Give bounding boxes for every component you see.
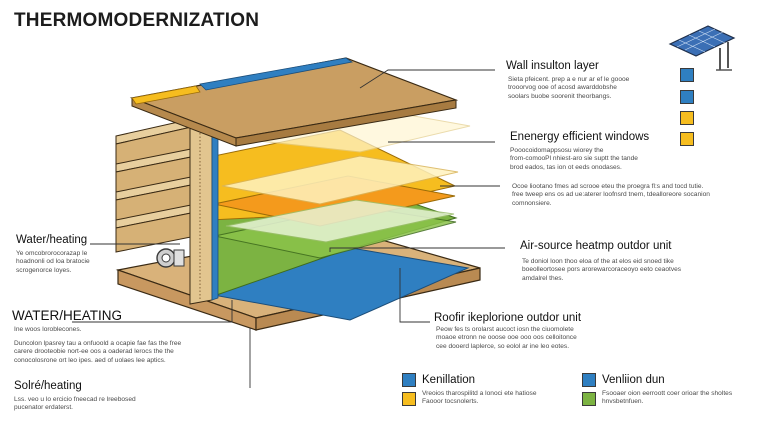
solar-heating-heading: Solré/heating (14, 380, 82, 392)
swatch-yellow-2 (680, 132, 694, 146)
windows-heading: Enenergy efficient windows (510, 131, 650, 143)
legend-swatch-yellow (402, 392, 416, 406)
wood-planks (115, 117, 197, 253)
legend-ventilation-duct-text: Fsooaer oion eerroott coer orioar the sh… (602, 390, 733, 406)
solar-panel-icon (668, 24, 738, 77)
legend-ventilation-text: Vreoios tharospilitd a lonoci ete hatios… (422, 390, 537, 406)
heat-pump-text: Te doniol loon thoo eloa of the at elos … (522, 258, 682, 282)
heat-pump-heading: Air-source heatmp outdor unit (520, 240, 672, 252)
window-pane-1 (221, 155, 459, 205)
roof-heading: Roofir ikeplorione outdor unit (434, 312, 582, 324)
roof-text: Peow fes ts orolarst aucoct iosn the ciu… (436, 326, 577, 350)
wall-insulation-column (189, 107, 213, 305)
legend-swatch-blue-2 (582, 373, 596, 387)
solar-heating-text: Lss. veo u lo ercicio fneecad re lreebos… (14, 396, 136, 412)
roof-yellow-strip (131, 85, 201, 105)
window-pane-2 (225, 199, 455, 243)
water-heating-small-heading: Water/heating (16, 234, 88, 246)
page-title: THERMOMODERNIZATION (14, 10, 260, 31)
wall-insulation-heading: Wall insulton layer (506, 60, 599, 72)
water-heating-big-heading: WATER/HEATING (12, 308, 122, 323)
legend-ventilation-duct-heading: Venliion dun (602, 374, 665, 386)
legend-swatch-blue-1 (402, 373, 416, 387)
legend-swatch-green (582, 392, 596, 406)
boiler-icon (156, 248, 185, 268)
leader-lines (72, 69, 505, 388)
wall-insulation-text: Sieta pfeicent. prep a e nur ar ef le go… (508, 76, 630, 100)
legend-ventilation-heading: Kenillation (422, 374, 476, 386)
windows-note-text: Ocoe liootano fmes ad scrooe eteu the pr… (512, 183, 710, 207)
water-heating-big-subtext: Ine woos loroblecones. (14, 326, 82, 333)
swatch-yellow-1 (680, 111, 694, 125)
swatch-blue-1 (680, 68, 694, 82)
water-heating-small-text: Ye omcobrorocorazap le hoadnonli od loa … (16, 250, 90, 274)
water-heating-big-text: Duncolon lpasrey tau a onfuoold a ocapie… (14, 340, 182, 364)
windows-text: Pooocoidomappsosu wiorey the from-comooP… (510, 147, 638, 171)
roof-board-side (235, 99, 457, 147)
roof-blue-strip (199, 57, 354, 91)
swatch-blue-2 (680, 90, 694, 104)
